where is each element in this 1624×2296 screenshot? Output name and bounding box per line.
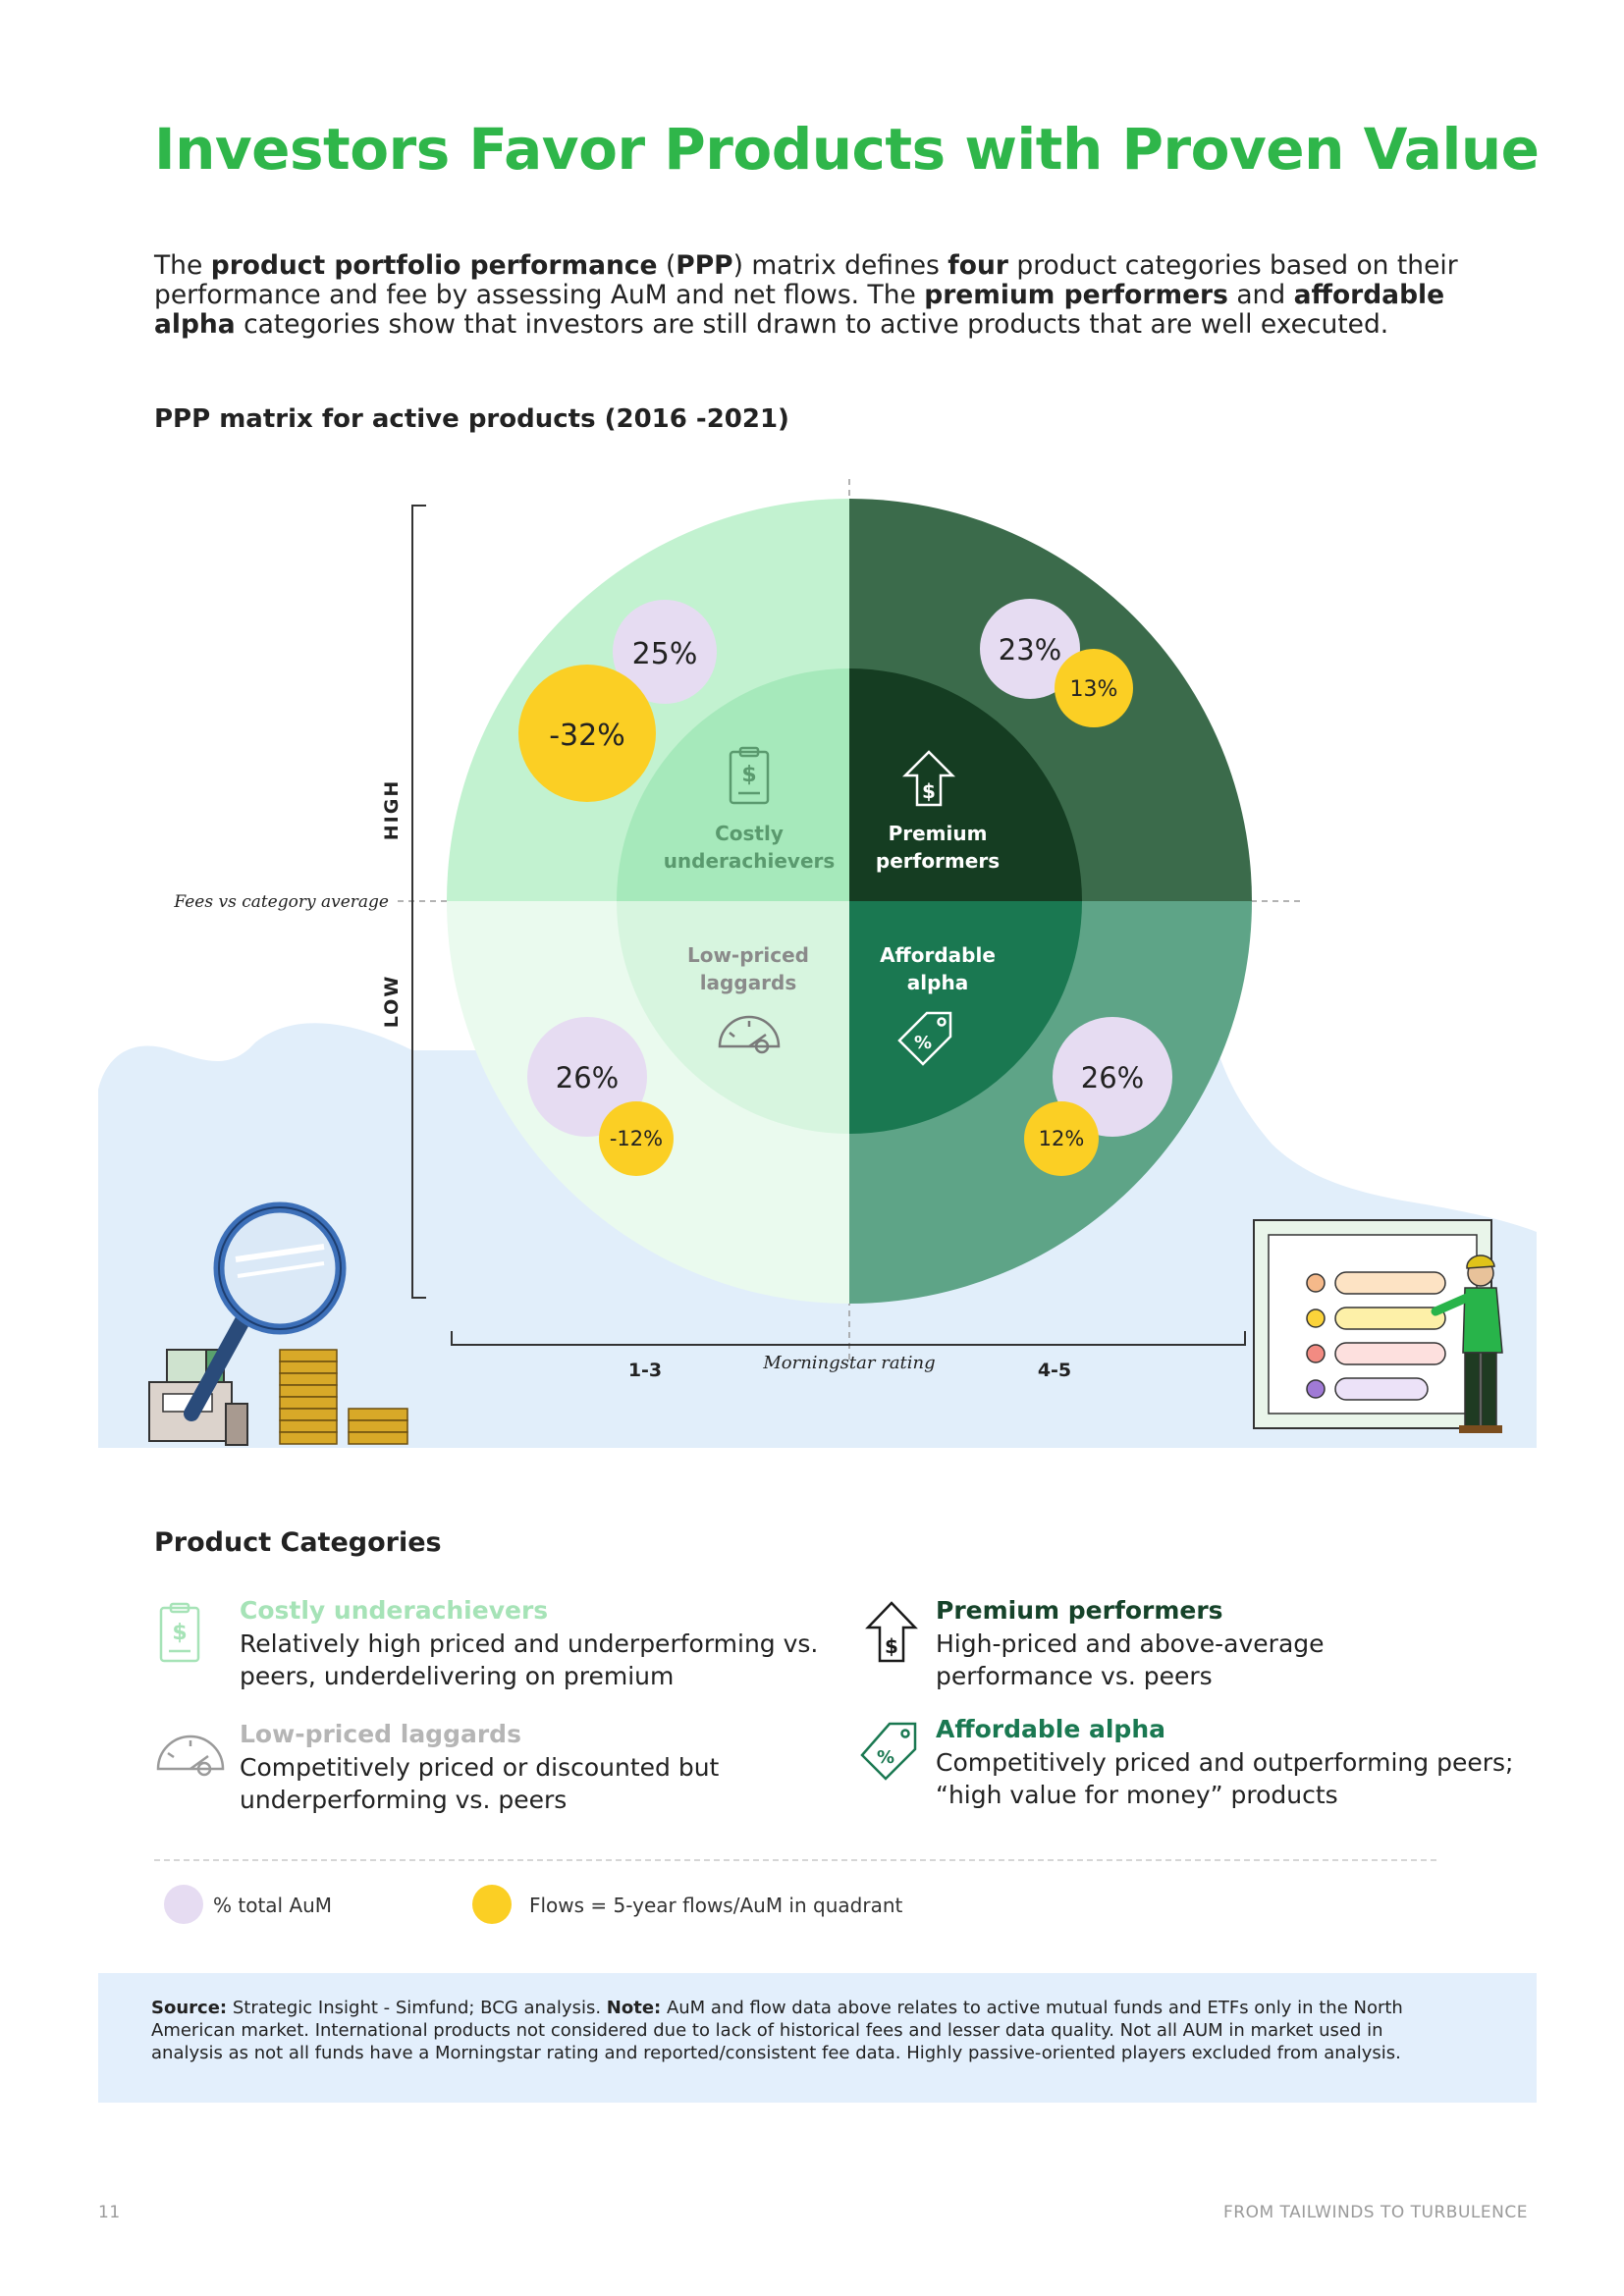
category-costly-desc-1: Relatively high priced and underperformi…	[240, 1629, 819, 1658]
price-tag-percent-icon: %	[860, 1722, 917, 1781]
ppp-matrix: HIGH LOW Fees vs category average 1-3 4-…	[98, 479, 1537, 1448]
x-axis-title: Morningstar rating	[762, 1353, 935, 1373]
legend-flows-swatch	[472, 1885, 512, 1924]
intro-run: premium performers	[924, 280, 1228, 310]
legend-aum-label: % total AuM	[213, 1894, 333, 1917]
svg-text:$: $	[172, 1621, 187, 1645]
bubble-costly-flow: -32%	[518, 665, 656, 802]
quadrant-alpha-inner	[849, 901, 1082, 1134]
categories-title: Product Categories	[154, 1527, 442, 1558]
y-axis-high-label: HIGH	[381, 779, 403, 840]
bubble-alpha-aum: 26%	[1053, 1017, 1172, 1137]
clipboard-dollar-icon: $	[159, 1602, 200, 1663]
y-axis-low-label: LOW	[381, 975, 403, 1029]
svg-text:-12%: -12%	[610, 1127, 663, 1150]
arrow-up-dollar-icon: $	[865, 1601, 918, 1663]
legend-aum-swatch	[164, 1885, 203, 1924]
intro-run: product categories based on their perfor…	[154, 250, 1458, 310]
quadrant-alpha-label-2: alpha	[907, 971, 968, 994]
quadrant-laggards-inner	[617, 901, 849, 1134]
source-run: AuM and flow data above relates to activ…	[151, 1998, 1403, 2063]
category-alpha-desc-2: “high value for money” products	[936, 1781, 1338, 1809]
svg-text:26%: 26%	[556, 1061, 619, 1095]
x-axis-low-label: 1-3	[628, 1360, 662, 1381]
source-run: Note:	[606, 1998, 662, 2018]
svg-text:26%: 26%	[1081, 1061, 1144, 1095]
source-run: Strategic Insight - Simfund; BCG analysi…	[227, 1998, 607, 2018]
svg-text:%: %	[877, 1747, 894, 1768]
x-axis-high-label: 4-5	[1038, 1360, 1071, 1381]
svg-text:-32%: -32%	[549, 719, 625, 753]
quadrant-premium-label-2: performers	[876, 849, 1000, 873]
intro-run: affordable alpha	[154, 280, 1445, 340]
intro-run: ) matrix defines	[732, 250, 948, 281]
quadrant-premium-label-1: Premium	[889, 822, 988, 845]
category-laggards-desc-2: underperforming vs. peers	[240, 1786, 568, 1814]
source-box	[98, 1973, 1537, 2103]
source-run: Source:	[151, 1998, 228, 2018]
intro-run: four	[947, 250, 1008, 281]
y-axis-title: Fees vs category average	[173, 892, 389, 912]
svg-text:$: $	[885, 1634, 898, 1658]
quadrant-laggards-label-1: Low-priced	[687, 943, 809, 967]
category-premium-desc-1: High-priced and above-average	[936, 1629, 1325, 1658]
page-number: 11	[98, 2203, 121, 2222]
intro-run: and	[1227, 280, 1294, 310]
bubble-alpha-flow: 12%	[1024, 1101, 1099, 1176]
svg-text:12%: 12%	[1039, 1127, 1085, 1150]
quadrant-laggards-label-2: laggards	[700, 971, 797, 994]
category-laggards-desc-1: Competitively priced or discounted but	[240, 1753, 720, 1782]
intro-run: PPP	[676, 250, 733, 281]
bubble-costly-aum: 25%	[613, 600, 717, 704]
intro-run: product portfolio performance	[210, 250, 658, 281]
category-premium-name: Premium performers	[936, 1596, 1223, 1625]
y-axis-bracket	[411, 505, 426, 1299]
quadrant-premium-inner	[849, 668, 1082, 901]
category-laggards-name: Low-priced laggards	[240, 1720, 521, 1748]
matrix-title: PPP matrix for active products (2016 -20…	[154, 404, 789, 434]
quadrant-costly-label-2: underachievers	[664, 849, 836, 873]
coin-stacks-illustration	[279, 1349, 408, 1445]
svg-text:23%: 23%	[999, 633, 1061, 667]
category-premium-desc-2: performance vs. peers	[936, 1662, 1213, 1690]
quadrant-costly-label-1: Costly	[715, 822, 784, 845]
bubble-premium-aum: 23%	[980, 599, 1080, 699]
intro-run: categories show that investors are still…	[235, 309, 1389, 340]
footer-publication-title: FROM TAILWINDS TO TURBULENCE	[1223, 2203, 1528, 2222]
x-axis-bracket	[451, 1331, 1246, 1346]
quadrant-alpha-label-1: Affordable	[880, 943, 996, 967]
magnifying-glass-illustration	[184, 1201, 347, 1421]
svg-text:13%: 13%	[1070, 677, 1118, 702]
presentation-board-illustration	[1253, 1219, 1492, 1429]
svg-text:$: $	[922, 779, 936, 803]
svg-text:%: %	[914, 1033, 932, 1053]
category-alpha-name: Affordable alpha	[936, 1715, 1165, 1743]
category-alpha-desc-1: Competitively priced and outperforming p…	[936, 1748, 1514, 1777]
source-note: Source: Strategic Insight - Simfund; BCG…	[151, 1997, 1457, 2064]
svg-text:25%: 25%	[632, 637, 698, 671]
svg-text:$: $	[741, 763, 756, 787]
legend-flows-label: Flows = 5-year flows/AuM in quadrant	[529, 1894, 903, 1917]
page-title: Investors Favor Products with Proven Val…	[154, 116, 1540, 183]
quadrant-costly-inner	[617, 668, 849, 901]
person-illustration	[1431, 1255, 1503, 1433]
gauge-icon	[718, 1015, 781, 1054]
clipboard-dollar-icon: $	[729, 746, 770, 805]
arrow-up-dollar-icon: $	[901, 750, 956, 807]
intro-run: (	[657, 250, 677, 281]
bubble-laggards-flow: -12%	[599, 1101, 674, 1176]
legend-separator	[154, 1859, 1436, 1861]
intro-run: The	[154, 250, 211, 281]
gauge-icon	[156, 1735, 225, 1777]
price-tag-percent-icon: %	[897, 1011, 952, 1066]
category-costly-desc-2: peers, underdelivering on premium	[240, 1662, 675, 1690]
category-costly-name: Costly underachievers	[240, 1596, 549, 1625]
intro-paragraph: The product portfolio performance (PPP) …	[154, 251, 1470, 340]
bubble-premium-flow: 13%	[1055, 649, 1133, 727]
